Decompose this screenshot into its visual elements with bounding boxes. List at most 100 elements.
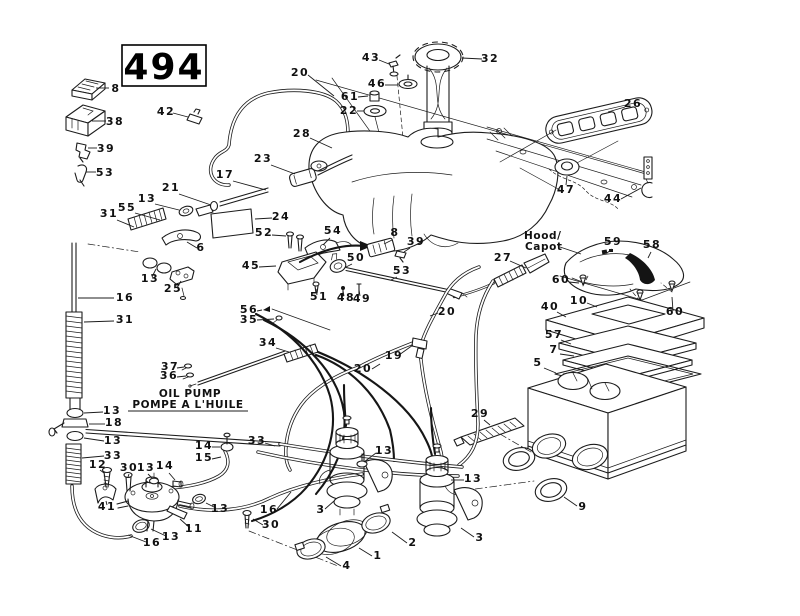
svg-text:31: 31	[116, 313, 134, 326]
part-foam-stack	[545, 296, 705, 394]
figure-id: 494	[123, 47, 204, 88]
svg-text:15: 15	[195, 451, 213, 464]
part-carb-right-3	[416, 443, 483, 537]
callout-4: 4	[325, 556, 350, 572]
callout-6: 6	[186, 241, 205, 254]
svg-text:13: 13	[162, 530, 180, 543]
part-gasket-46	[398, 74, 418, 90]
callout-1: 1	[358, 547, 382, 562]
callout-12: 12	[89, 458, 106, 474]
svg-text:8: 8	[111, 82, 120, 95]
svg-text:13: 13	[137, 461, 155, 474]
svg-text:20: 20	[354, 362, 372, 375]
callout-53: 53	[86, 166, 113, 179]
svg-text:29: 29	[471, 407, 489, 420]
callout-10: 10	[570, 294, 598, 308]
svg-text:53: 53	[393, 264, 411, 277]
callout-37: 37	[161, 360, 185, 373]
callout-16: 16	[127, 534, 160, 549]
svg-text:33: 33	[248, 434, 266, 447]
svg-text:56: 56	[240, 303, 258, 316]
callout-13: 13	[137, 461, 155, 479]
svg-text:58: 58	[643, 238, 661, 251]
callout-3: 3	[460, 527, 483, 544]
callout-34: 34	[259, 336, 290, 353]
part-decal-24	[210, 208, 254, 239]
callout-57: 57	[545, 328, 572, 345]
svg-text:19: 19	[385, 349, 403, 362]
callout-13: 13	[138, 192, 180, 211]
callout-16: 16	[78, 291, 133, 304]
svg-text:13: 13	[141, 272, 159, 285]
callout-31: 31	[83, 313, 134, 326]
hood-label-fr: Capot	[525, 241, 563, 253]
callout-26: 26	[607, 97, 641, 113]
svg-text:14: 14	[156, 459, 174, 472]
svg-text:13: 13	[104, 434, 122, 447]
svg-text:41: 41	[98, 500, 116, 513]
part-latch-44	[641, 156, 653, 199]
part-fuel-gauge-32	[412, 41, 464, 139]
svg-text:55: 55	[118, 201, 136, 214]
svg-text:17: 17	[216, 168, 234, 181]
svg-text:30: 30	[120, 461, 138, 474]
foam-window-10	[591, 304, 666, 325]
svg-text:11: 11	[185, 522, 203, 535]
text-labels: Hood/ Capot OIL PUMP POMPE A L'HUILE	[128, 230, 582, 412]
callout-5: 5	[533, 356, 557, 374]
part-screw-30-right	[242, 509, 252, 529]
callout-50: 50	[345, 251, 365, 268]
callout-21: 21	[162, 181, 212, 206]
callout-51: 51	[310, 288, 327, 303]
part-bracket-39	[75, 142, 91, 163]
callout-30: 30	[120, 461, 138, 478]
part-clip-13-pump	[148, 472, 160, 485]
callout-48: 48	[337, 290, 355, 304]
callout-31: 31	[100, 207, 135, 228]
part-clamp-13-mid	[192, 493, 206, 505]
svg-text:22: 22	[340, 104, 358, 117]
callout-15: 15	[195, 451, 222, 464]
svg-text:60: 60	[666, 305, 684, 318]
svg-text:1: 1	[373, 549, 382, 562]
callout-18: 18	[89, 416, 122, 429]
svg-text:48: 48	[337, 291, 355, 304]
svg-text:59: 59	[604, 235, 622, 248]
clip-39-center	[394, 250, 407, 263]
callout-13: 13	[141, 268, 159, 285]
part-cable-chain	[127, 154, 353, 231]
svg-text:27: 27	[494, 251, 512, 264]
part-vent-pipe-20	[209, 88, 350, 187]
svg-text:43: 43	[362, 51, 380, 64]
part-lever-6	[161, 229, 202, 246]
fuel-oil-hoses	[85, 265, 495, 523]
part-carb-left-3	[319, 415, 393, 516]
part-tee-19	[411, 337, 428, 360]
svg-text:14: 14	[195, 439, 213, 452]
svg-text:50: 50	[347, 251, 365, 264]
callout-16: 16	[260, 491, 292, 516]
callout-35: 35	[240, 313, 275, 326]
callout-39: 39	[88, 142, 114, 155]
svg-text:36: 36	[160, 369, 178, 382]
callout-44: 44	[604, 187, 642, 205]
svg-text:54: 54	[324, 224, 342, 237]
part-fitting-14	[220, 432, 234, 452]
part-oil-tube-left	[48, 242, 150, 540]
callout-8: 8	[383, 226, 398, 245]
callout-13: 13	[83, 404, 120, 417]
part-relay-38	[65, 104, 106, 137]
callout-52: 52	[255, 226, 287, 239]
svg-text:35: 35	[240, 313, 258, 326]
callout-46: 46	[368, 77, 398, 90]
svg-text:47: 47	[557, 183, 575, 196]
callout-60: 60	[666, 296, 684, 318]
svg-text:61: 61	[341, 90, 359, 103]
svg-text:49: 49	[353, 292, 371, 305]
svg-text:25: 25	[164, 282, 182, 295]
svg-text:6: 6	[196, 241, 205, 254]
part-oil-pump-11	[116, 476, 195, 532]
callout-61: 61	[341, 90, 369, 103]
callout-23: 23	[254, 152, 296, 175]
callout-14: 14	[156, 459, 176, 481]
